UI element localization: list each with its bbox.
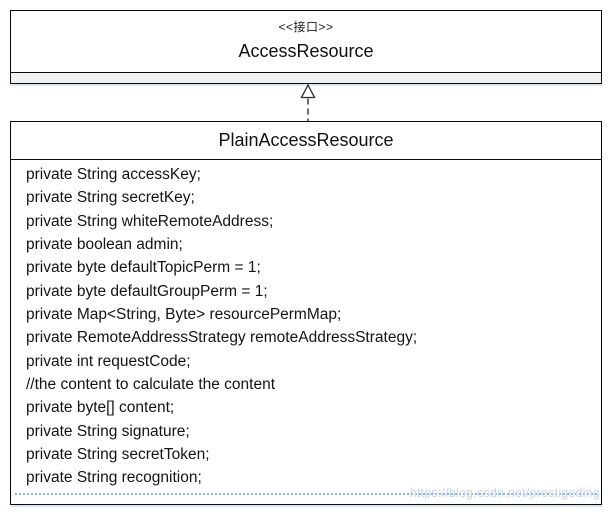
field-resourcepermmap: private Map<String, Byte> resourcePermMa… — [26, 306, 342, 324]
field-comment: //the content to calculate the content — [26, 376, 276, 394]
field-remoteaddressstrategy: private RemoteAddressStrategy remoteAddr… — [26, 329, 418, 347]
field-signature: private String signature; — [26, 422, 190, 440]
class-name: PlainAccessResource — [11, 122, 601, 160]
field-admin: private boolean admin; — [26, 236, 183, 254]
field-secretkey: private String secretKey; — [26, 189, 195, 207]
field-accesskey: private String accessKey; — [26, 166, 201, 183]
field-content: private byte[] content; — [26, 399, 175, 417]
field-secrettoken: private String secretToken; — [26, 446, 210, 464]
class-box-plainaccessresource: PlainAccessResource private String acces… — [10, 121, 602, 505]
field-defaulttopicperm: private byte defaultTopicPerm = 1; — [26, 259, 261, 277]
watermark-url: https://blog.csdn.net/prestigeding — [409, 486, 600, 500]
interface-box-accessresource: <<接口>> AccessResource — [10, 10, 602, 84]
interface-empty-compartment — [11, 72, 601, 83]
field-requestcode: private int requestCode; — [26, 352, 191, 370]
field-whiteremoteaddress: private String whiteRemoteAddress; — [26, 212, 274, 230]
blue-dotted-divider — [15, 493, 597, 495]
realization-arrow-icon — [300, 84, 316, 122]
interface-name: AccessResource — [238, 41, 374, 61]
class-fields-compartment: private String accessKey; private String… — [11, 160, 601, 490]
field-recognition: private String recognition; — [26, 469, 202, 487]
field-defaultgroupperm: private byte defaultGroupPerm = 1; — [26, 282, 268, 300]
interface-stereotype: <<接口>> — [278, 20, 334, 34]
